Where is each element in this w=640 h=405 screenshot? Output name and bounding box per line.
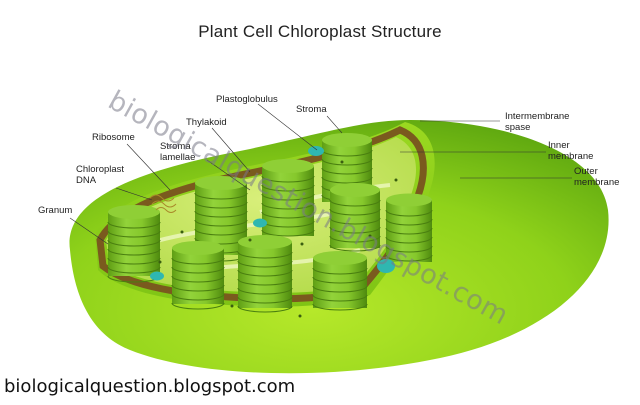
label-thylakoid: Thylakoid xyxy=(186,117,227,128)
leader-lines xyxy=(69,103,572,245)
footer-url: biologicalquestion.blogspot.com xyxy=(4,376,296,397)
granum-stack xyxy=(107,205,161,283)
granum-stack xyxy=(329,183,381,252)
label-outer-membrane: Outer membrane xyxy=(574,166,620,188)
label-inner-membrane: Inner membrane xyxy=(548,140,594,162)
granum-stack xyxy=(237,235,293,313)
granum-stack xyxy=(261,159,315,237)
chloroplast-dna xyxy=(149,194,177,213)
granum-stack xyxy=(312,251,368,311)
label-stroma: Stroma xyxy=(296,104,327,115)
label-chloroplast-dna: Chloroplast DNA xyxy=(76,164,125,186)
label-intermembrane-space: Intermembrane spase xyxy=(505,111,570,133)
label-stroma-lamellae: Stroma lamellae xyxy=(160,141,196,163)
plastoglobulus xyxy=(150,271,164,281)
plastoglobulus xyxy=(377,259,395,273)
plastoglobulus xyxy=(253,218,267,228)
ribosome-dots xyxy=(158,160,398,318)
label-ribosome: Ribosome xyxy=(92,132,135,143)
label-plastoglobulus: Plastoglobulus xyxy=(216,94,278,105)
plastoglobulus xyxy=(308,146,324,156)
label-granum: Granum xyxy=(38,205,73,216)
diagram-title: Plant Cell Chloroplast Structure xyxy=(198,22,442,41)
granum-stack xyxy=(385,193,433,262)
granum-stack xyxy=(171,241,225,310)
